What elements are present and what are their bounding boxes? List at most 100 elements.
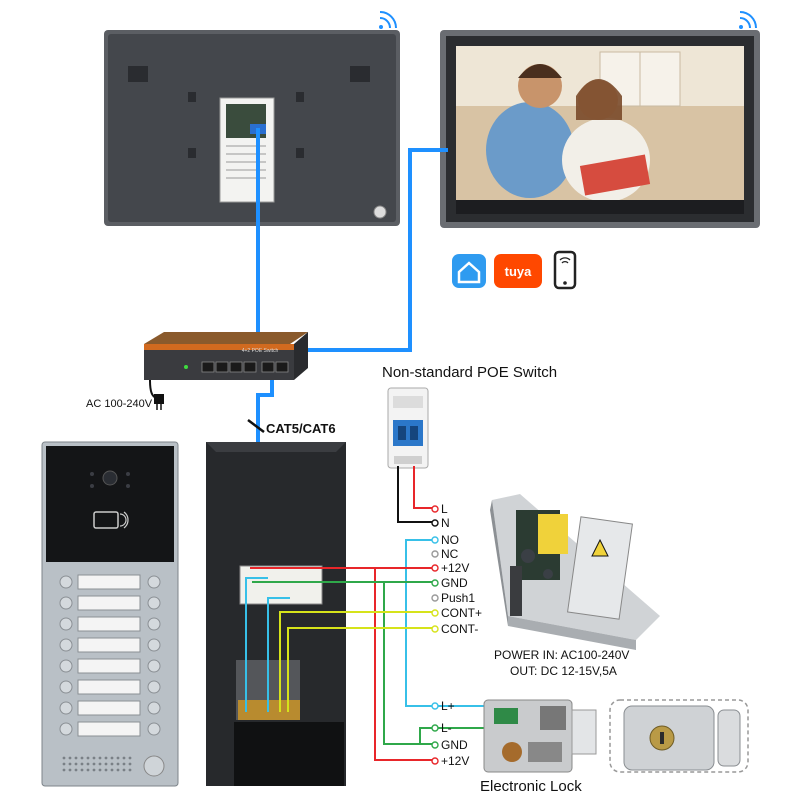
call-button bbox=[59, 659, 73, 673]
speaker-hole bbox=[86, 768, 90, 772]
speaker-hole bbox=[110, 768, 114, 772]
name-plate bbox=[77, 679, 141, 695]
call-button bbox=[147, 617, 161, 631]
terminal-label: NO bbox=[441, 533, 459, 547]
call-button bbox=[59, 596, 73, 610]
terminal-label: L+ bbox=[441, 699, 455, 713]
terminal-dot bbox=[431, 594, 439, 602]
terminal-dots bbox=[431, 505, 439, 765]
terminal-dot bbox=[431, 505, 439, 513]
speaker-hole bbox=[80, 762, 84, 766]
phone-icon bbox=[553, 250, 577, 290]
speaker-hole bbox=[104, 756, 108, 760]
terminal-label: +12V bbox=[441, 754, 470, 768]
call-button bbox=[147, 596, 161, 610]
speaker-hole bbox=[128, 768, 132, 772]
poe-switch-caption: 4+2 POE Switch bbox=[242, 348, 279, 354]
name-plate bbox=[77, 721, 141, 737]
terminal-dot bbox=[431, 625, 439, 633]
terminal-label: GND bbox=[441, 576, 468, 590]
call-button bbox=[147, 638, 161, 652]
cable-marker bbox=[247, 419, 265, 433]
speaker-hole bbox=[98, 762, 102, 766]
speaker-hole bbox=[68, 756, 72, 760]
speaker-hole bbox=[110, 762, 114, 766]
speaker-hole bbox=[80, 756, 84, 760]
speaker-hole bbox=[74, 756, 78, 760]
speaker-hole bbox=[68, 762, 72, 766]
name-plate bbox=[77, 700, 141, 716]
speaker-hole bbox=[116, 756, 120, 760]
terminal-label: CONT- bbox=[441, 622, 479, 636]
switch-title: Non-standard POE Switch bbox=[382, 364, 558, 381]
call-button bbox=[59, 680, 73, 694]
terminal-label: Push1 bbox=[441, 591, 476, 605]
indoor-monitor-back bbox=[104, 30, 400, 226]
power-out-label: OUT: DC 12-15V,5A bbox=[510, 664, 617, 678]
speaker-grille bbox=[62, 756, 132, 772]
call-button bbox=[147, 722, 161, 736]
speaker-hole bbox=[122, 756, 126, 760]
terminal-label: GND bbox=[441, 738, 468, 752]
name-plate bbox=[77, 595, 141, 611]
call-button bbox=[59, 701, 73, 715]
name-plate bbox=[77, 658, 141, 674]
electronic-lock-internal bbox=[483, 699, 597, 773]
terminal-dot bbox=[431, 536, 439, 544]
terminal-dot bbox=[431, 757, 439, 765]
wifi-icon-left bbox=[379, 11, 397, 29]
outdoor-station-back bbox=[206, 442, 346, 786]
power-supply bbox=[490, 494, 660, 650]
speaker-hole bbox=[110, 756, 114, 760]
speaker-hole bbox=[74, 768, 78, 772]
speaker-hole bbox=[116, 762, 120, 766]
terminal-label: L- bbox=[441, 721, 452, 735]
speaker-hole bbox=[74, 762, 78, 766]
speaker-hole bbox=[122, 768, 126, 772]
terminal-dot bbox=[431, 609, 439, 617]
speaker-hole bbox=[116, 768, 120, 772]
speaker-hole bbox=[86, 762, 90, 766]
wires bbox=[245, 466, 486, 761]
terminal-dot bbox=[431, 702, 439, 710]
speaker-hole bbox=[104, 762, 108, 766]
terminal-label: NC bbox=[441, 547, 459, 561]
terminal-dot bbox=[431, 564, 439, 572]
terminal-dot bbox=[431, 550, 439, 558]
speaker-hole bbox=[92, 762, 96, 766]
terminal-label: +12V bbox=[441, 561, 470, 575]
circuit-breaker bbox=[387, 387, 429, 469]
speaker-hole bbox=[62, 768, 66, 772]
cable-label: CAT5/CAT6 bbox=[266, 421, 336, 436]
speaker-hole bbox=[86, 756, 90, 760]
wifi-icon-right bbox=[739, 11, 757, 29]
speaker-hole bbox=[80, 768, 84, 772]
call-button bbox=[147, 659, 161, 673]
call-button bbox=[147, 701, 161, 715]
speaker-hole bbox=[62, 756, 66, 760]
power-plug-icon bbox=[149, 379, 164, 410]
call-button bbox=[147, 575, 161, 589]
terminal-label: CONT+ bbox=[441, 606, 483, 620]
terminal-dot bbox=[431, 579, 439, 587]
speaker-hole bbox=[98, 756, 102, 760]
ac-input-label: AC 100-240V bbox=[86, 398, 153, 410]
terminal-label: L bbox=[441, 502, 448, 516]
call-button bbox=[59, 722, 73, 736]
terminal-label: N bbox=[441, 516, 450, 530]
electronic-lock-label: Electronic Lock bbox=[480, 778, 582, 795]
call-button bbox=[147, 680, 161, 694]
panel-buttons bbox=[59, 574, 161, 737]
electronic-lock-external bbox=[609, 699, 749, 773]
home-icon bbox=[452, 254, 486, 288]
speaker-hole bbox=[98, 768, 102, 772]
power-in-label: POWER IN: AC100-240V bbox=[494, 648, 630, 662]
speaker-hole bbox=[68, 768, 72, 772]
terminal-dot bbox=[431, 519, 439, 527]
terminal-dot bbox=[431, 741, 439, 749]
speaker-hole bbox=[122, 762, 126, 766]
speaker-hole bbox=[92, 768, 96, 772]
indoor-monitor-front bbox=[440, 30, 760, 228]
speaker-hole bbox=[128, 762, 132, 766]
speaker-hole bbox=[128, 756, 132, 760]
